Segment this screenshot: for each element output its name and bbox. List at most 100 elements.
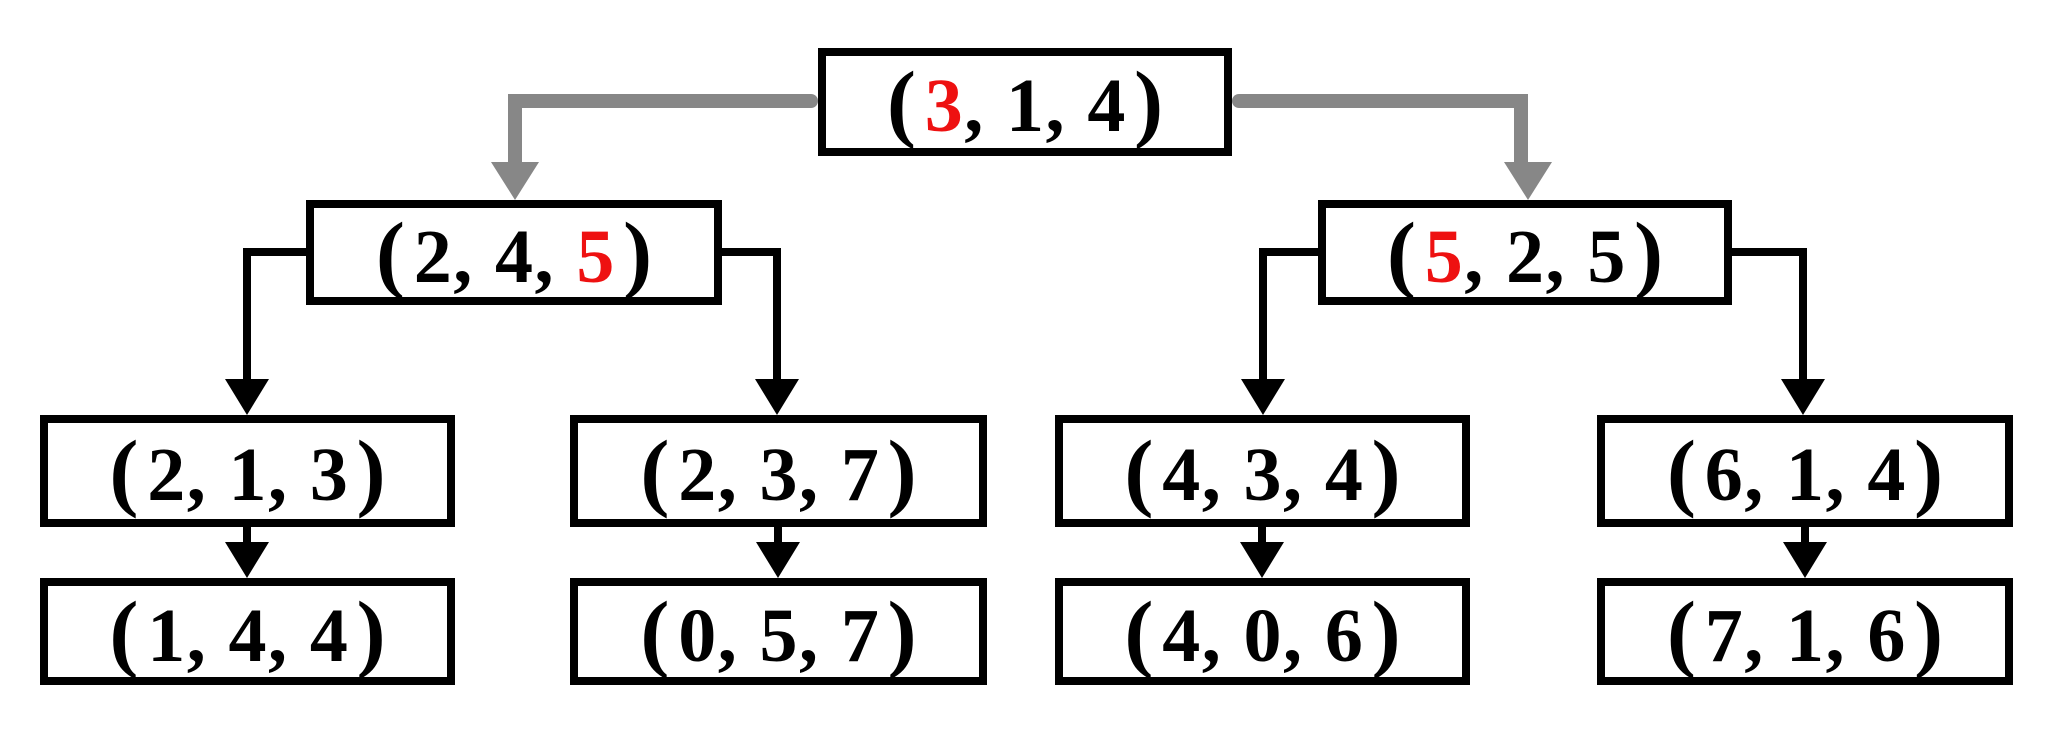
tuple-digit: 4 [1087, 64, 1126, 149]
tuple-digit: 4 [1162, 433, 1201, 518]
tuple-open-paren: ( [640, 582, 670, 680]
tuple-open-paren: ( [1666, 582, 1696, 680]
edge-n237-n057-arrowhead-icon [756, 542, 800, 578]
tuple-digit: 4 [1867, 433, 1906, 518]
edge-root-n245-horizontal-line [508, 94, 818, 108]
tuple-digit: 4 [228, 593, 267, 678]
edge-n525-n434-arrowhead-icon [1241, 379, 1285, 415]
tuple-close-paren: ) [1914, 422, 1944, 520]
tuple-digit: 5 [576, 214, 615, 299]
node-grandchild-3: (4,3,4) [1055, 415, 1470, 527]
tuple-comma: , [1545, 214, 1565, 299]
tuple-open-paren: ( [1666, 422, 1696, 520]
edge-n213-n144-vertical-line [243, 527, 251, 545]
tuple-digit: 1 [1786, 433, 1824, 518]
tuple-close-paren: ) [1134, 53, 1164, 151]
tuple-comma: , [1283, 433, 1303, 518]
tuple-comma: , [799, 433, 819, 518]
tuple-digit: 2 [1506, 214, 1544, 299]
edge-n614-n716-arrowhead-icon [1783, 542, 1827, 578]
edge-root-n525-vertical-line [1514, 94, 1528, 170]
tuple-close-paren: ) [1634, 203, 1664, 301]
tuple-comma: , [1744, 593, 1764, 678]
tuple-digit: 3 [924, 64, 963, 149]
tuple-comma: , [534, 214, 554, 299]
node-root: (3,1,4) [818, 48, 1232, 156]
node-right-child-tuple: (5,2,5) [1387, 209, 1663, 296]
tuple-comma: , [964, 64, 984, 149]
tuple-digit: 2 [147, 433, 186, 518]
tuple-comma: , [453, 214, 473, 299]
node-grandchild-4-tuple: (6,1,4) [1667, 427, 1943, 514]
tuple-digit: 4 [495, 214, 533, 299]
tuple-digit: 5 [1424, 214, 1463, 299]
tuple-open-paren: ( [375, 203, 405, 301]
edge-root-n525-arrowhead-icon [1504, 162, 1552, 200]
tuple-digit: 4 [309, 593, 348, 678]
tuple-comma: , [1201, 593, 1221, 678]
node-leaf-1-tuple: (1,4,4) [109, 588, 385, 675]
edge-root-n245-arrowhead-icon [491, 162, 539, 200]
edge-root-n245-vertical-line [508, 94, 522, 170]
tuple-digit: 3 [309, 433, 348, 518]
node-grandchild-2-tuple: (2,3,7) [640, 427, 916, 514]
tuple-comma: , [717, 433, 737, 518]
node-grandchild-1: (2,1,3) [40, 415, 455, 527]
tuple-comma: , [717, 593, 737, 678]
tuple-comma: , [268, 433, 288, 518]
node-grandchild-3-tuple: (4,3,4) [1124, 427, 1400, 514]
tuple-digit: 4 [1162, 593, 1201, 678]
tuple-digit: 7 [840, 433, 879, 518]
node-grandchild-4: (6,1,4) [1597, 415, 2013, 527]
edge-n434-n406-arrowhead-icon [1240, 542, 1284, 578]
tuple-comma: , [186, 593, 206, 678]
tuple-comma: , [1045, 64, 1065, 149]
node-leaf-2: (0,5,7) [570, 578, 987, 685]
node-leaf-1: (1,4,4) [40, 578, 455, 685]
tuple-digit: 6 [1324, 593, 1363, 678]
tuple-digit: 1 [147, 593, 186, 678]
edge-n245-n237-horizontal-line [722, 248, 781, 256]
edge-n525-n614-vertical-line [1799, 248, 1807, 380]
tuple-digit: 2 [413, 214, 452, 299]
edge-n213-n144-arrowhead-icon [225, 542, 269, 578]
tuple-close-paren: ) [887, 582, 917, 680]
tuple-comma: , [1825, 593, 1845, 678]
edge-n434-n406-vertical-line [1258, 527, 1266, 545]
node-root-tuple: (3,1,4) [887, 58, 1163, 145]
edge-n525-n614-arrowhead-icon [1781, 379, 1825, 415]
tuple-open-paren: ( [109, 422, 139, 520]
edge-n614-n716-vertical-line [1801, 527, 1809, 545]
tuple-digit: 6 [1867, 593, 1906, 678]
tuple-digit: 2 [678, 433, 717, 518]
tuple-close-paren: ) [356, 582, 386, 680]
tuple-comma: , [1825, 433, 1845, 518]
tuple-digit: 3 [1243, 433, 1282, 518]
edge-n525-n434-horizontal-line [1259, 248, 1318, 256]
node-grandchild-2: (2,3,7) [570, 415, 987, 527]
tuple-open-paren: ( [1124, 422, 1154, 520]
tuple-open-paren: ( [1124, 582, 1154, 680]
tuple-close-paren: ) [887, 422, 917, 520]
node-right-child: (5,2,5) [1318, 200, 1732, 305]
node-leaf-3: (4,0,6) [1055, 578, 1470, 685]
edge-n245-n213-arrowhead-icon [225, 379, 269, 415]
tuple-comma: , [268, 593, 288, 678]
tuple-open-paren: ( [640, 422, 670, 520]
node-left-child-tuple: (2,4,5) [376, 209, 652, 296]
tuple-digit: 3 [759, 433, 798, 518]
tuple-close-paren: ) [1914, 582, 1944, 680]
node-left-child: (2,4,5) [306, 200, 722, 305]
node-leaf-2-tuple: (0,5,7) [640, 588, 916, 675]
edge-n245-n213-vertical-line [243, 248, 251, 380]
tuple-digit: 5 [1587, 214, 1626, 299]
tuple-comma: , [1201, 433, 1221, 518]
tuple-open-paren: ( [1386, 203, 1416, 301]
node-leaf-3-tuple: (4,0,6) [1124, 588, 1400, 675]
tuple-close-paren: ) [623, 203, 653, 301]
tuple-comma: , [1744, 433, 1764, 518]
tuple-digit: 4 [1324, 433, 1363, 518]
tuple-digit: 7 [1704, 593, 1743, 678]
tuple-comma: , [186, 433, 206, 518]
